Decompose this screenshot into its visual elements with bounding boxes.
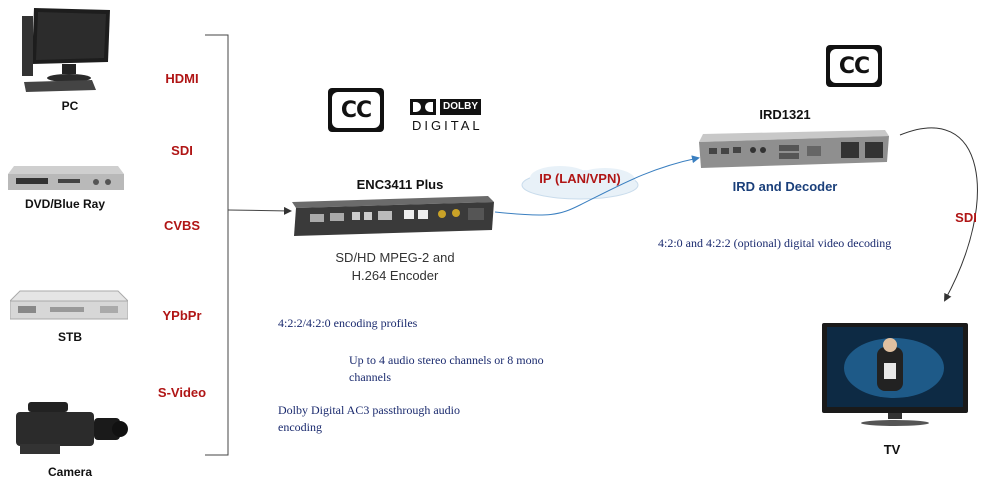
input-arrow <box>227 206 292 215</box>
interface-label-cvbs: CVBS <box>163 218 201 233</box>
decoder-feature: 4:2:0 and 4:2:2 (optional) digital video… <box>658 236 892 250</box>
dolby-bottom-text: DIGITAL <box>412 118 483 133</box>
encoder-subtitle-line2: H.264 Encoder <box>351 268 439 283</box>
interface-label-sdi: SDI <box>171 143 193 158</box>
encoder-subtitle-line1: SD/HD MPEG-2 and <box>335 250 455 265</box>
tv-label: TV <box>883 442 901 457</box>
encoder-feature-1: 4:2:2/4:2:0 encoding profiles <box>278 315 578 332</box>
decoder-title: IRD1321 <box>759 107 811 122</box>
source-label-stb: STB <box>58 330 82 344</box>
encoder-feature-1-text: 4:2:2/4:2:0 encoding profiles <box>278 316 418 330</box>
interface-label-s-video: S-Video <box>157 385 207 400</box>
set-top-box-icon <box>10 289 128 321</box>
encoder-feature-2-line1: Up to 4 audio stereo channels or 8 mono <box>349 353 544 367</box>
camera-icon <box>10 398 128 458</box>
interface-label-hdmi: HDMI <box>165 71 199 86</box>
encoder-feature-2: Up to 4 audio stereo channels or 8 mono … <box>349 352 609 386</box>
decoder-device-icon <box>699 130 889 170</box>
encoder-feature-3: Dolby Digital AC3 passthrough audio enco… <box>278 402 538 436</box>
encoder-device-icon <box>292 196 494 236</box>
input-bracket <box>205 34 229 456</box>
encoder-feature-3-line2: encoding <box>278 420 322 434</box>
encoder-feature-2-line2: channels <box>349 370 391 384</box>
interface-label-ypbpr: YPbPr <box>162 308 202 323</box>
cc-badge-text-decoder: CC <box>830 49 878 83</box>
source-label-camera: Camera <box>47 465 93 479</box>
encoder-title: ENC3411 Plus <box>356 177 444 192</box>
source-label-pc: PC <box>61 99 79 113</box>
encoder-feature-3-line1: Dolby Digital AC3 passthrough audio <box>278 403 460 417</box>
closed-caption-badge-encoder: CC <box>328 88 384 132</box>
network-label: IP (LAN/VPN) <box>539 171 621 186</box>
source-label-dvd: DVD/Blue Ray <box>24 197 106 211</box>
ip-link <box>494 155 700 216</box>
output-interface-label: SDI <box>955 210 977 225</box>
decoder-subtitle: IRD and Decoder <box>732 179 838 194</box>
network-cloud <box>521 166 639 200</box>
closed-caption-badge-decoder: CC <box>826 45 882 87</box>
dolby-top-text: DOLBY <box>440 99 481 115</box>
cc-badge-text: CC <box>332 92 380 128</box>
dvd-player-icon <box>8 164 124 192</box>
tv-icon <box>822 323 968 427</box>
pc-icon <box>22 6 112 94</box>
dolby-digital-logo: DOLBY DIGITAL <box>410 99 494 135</box>
sdi-output-arrow <box>899 127 978 302</box>
